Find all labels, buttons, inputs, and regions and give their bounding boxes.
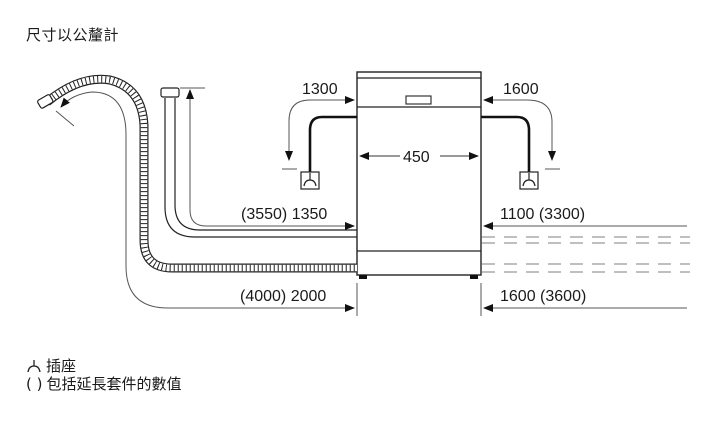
legend-extension-label: 包括延長套件的數值 <box>46 375 182 393</box>
inlet-dim-line <box>189 91 355 230</box>
drain-dim-end-tick <box>55 110 75 127</box>
control-display <box>405 95 432 105</box>
appliance-body <box>356 71 482 276</box>
inlet-dim-right-label: 1100 (3300) <box>500 206 585 223</box>
socket-icon <box>519 171 539 190</box>
drain-dim-line <box>60 91 354 309</box>
width-dim-label: 450 <box>403 149 430 166</box>
power-dim-left-arc <box>285 99 354 161</box>
foot-left <box>359 275 367 279</box>
power-cable-left <box>308 115 357 172</box>
power-dim-right-arc <box>526 99 556 161</box>
legend-socket-label: 插座 <box>46 357 77 375</box>
legend-paren-symbol: ( ) <box>26 375 43 393</box>
power-dim-left-label: 1300 <box>302 81 338 98</box>
drain-dim-right-label: 1600 (3600) <box>500 288 586 305</box>
foot-right <box>470 275 478 279</box>
legend: 插座 ( ) 包括延長套件的數值 <box>26 357 182 393</box>
inlet-hose <box>160 87 357 238</box>
drain-dim-left-label: (4000) 2000 <box>240 288 326 305</box>
drain-hose-end <box>37 94 54 109</box>
drain-hose <box>37 74 357 273</box>
inlet-dim-left-label: (3550) 1350 <box>241 206 327 223</box>
power-dim-right-label: 1600 <box>503 81 539 98</box>
diagram-title: 尺寸以公釐計 <box>26 26 120 44</box>
power-cable-right <box>481 115 531 172</box>
appliance <box>356 71 482 279</box>
socket-icon <box>300 171 320 190</box>
socket-icon <box>27 360 41 373</box>
inlet-hose-connector <box>160 87 180 98</box>
legend-extension: ( ) 包括延長套件的數值 <box>26 375 182 393</box>
legend-socket: 插座 <box>26 357 182 375</box>
